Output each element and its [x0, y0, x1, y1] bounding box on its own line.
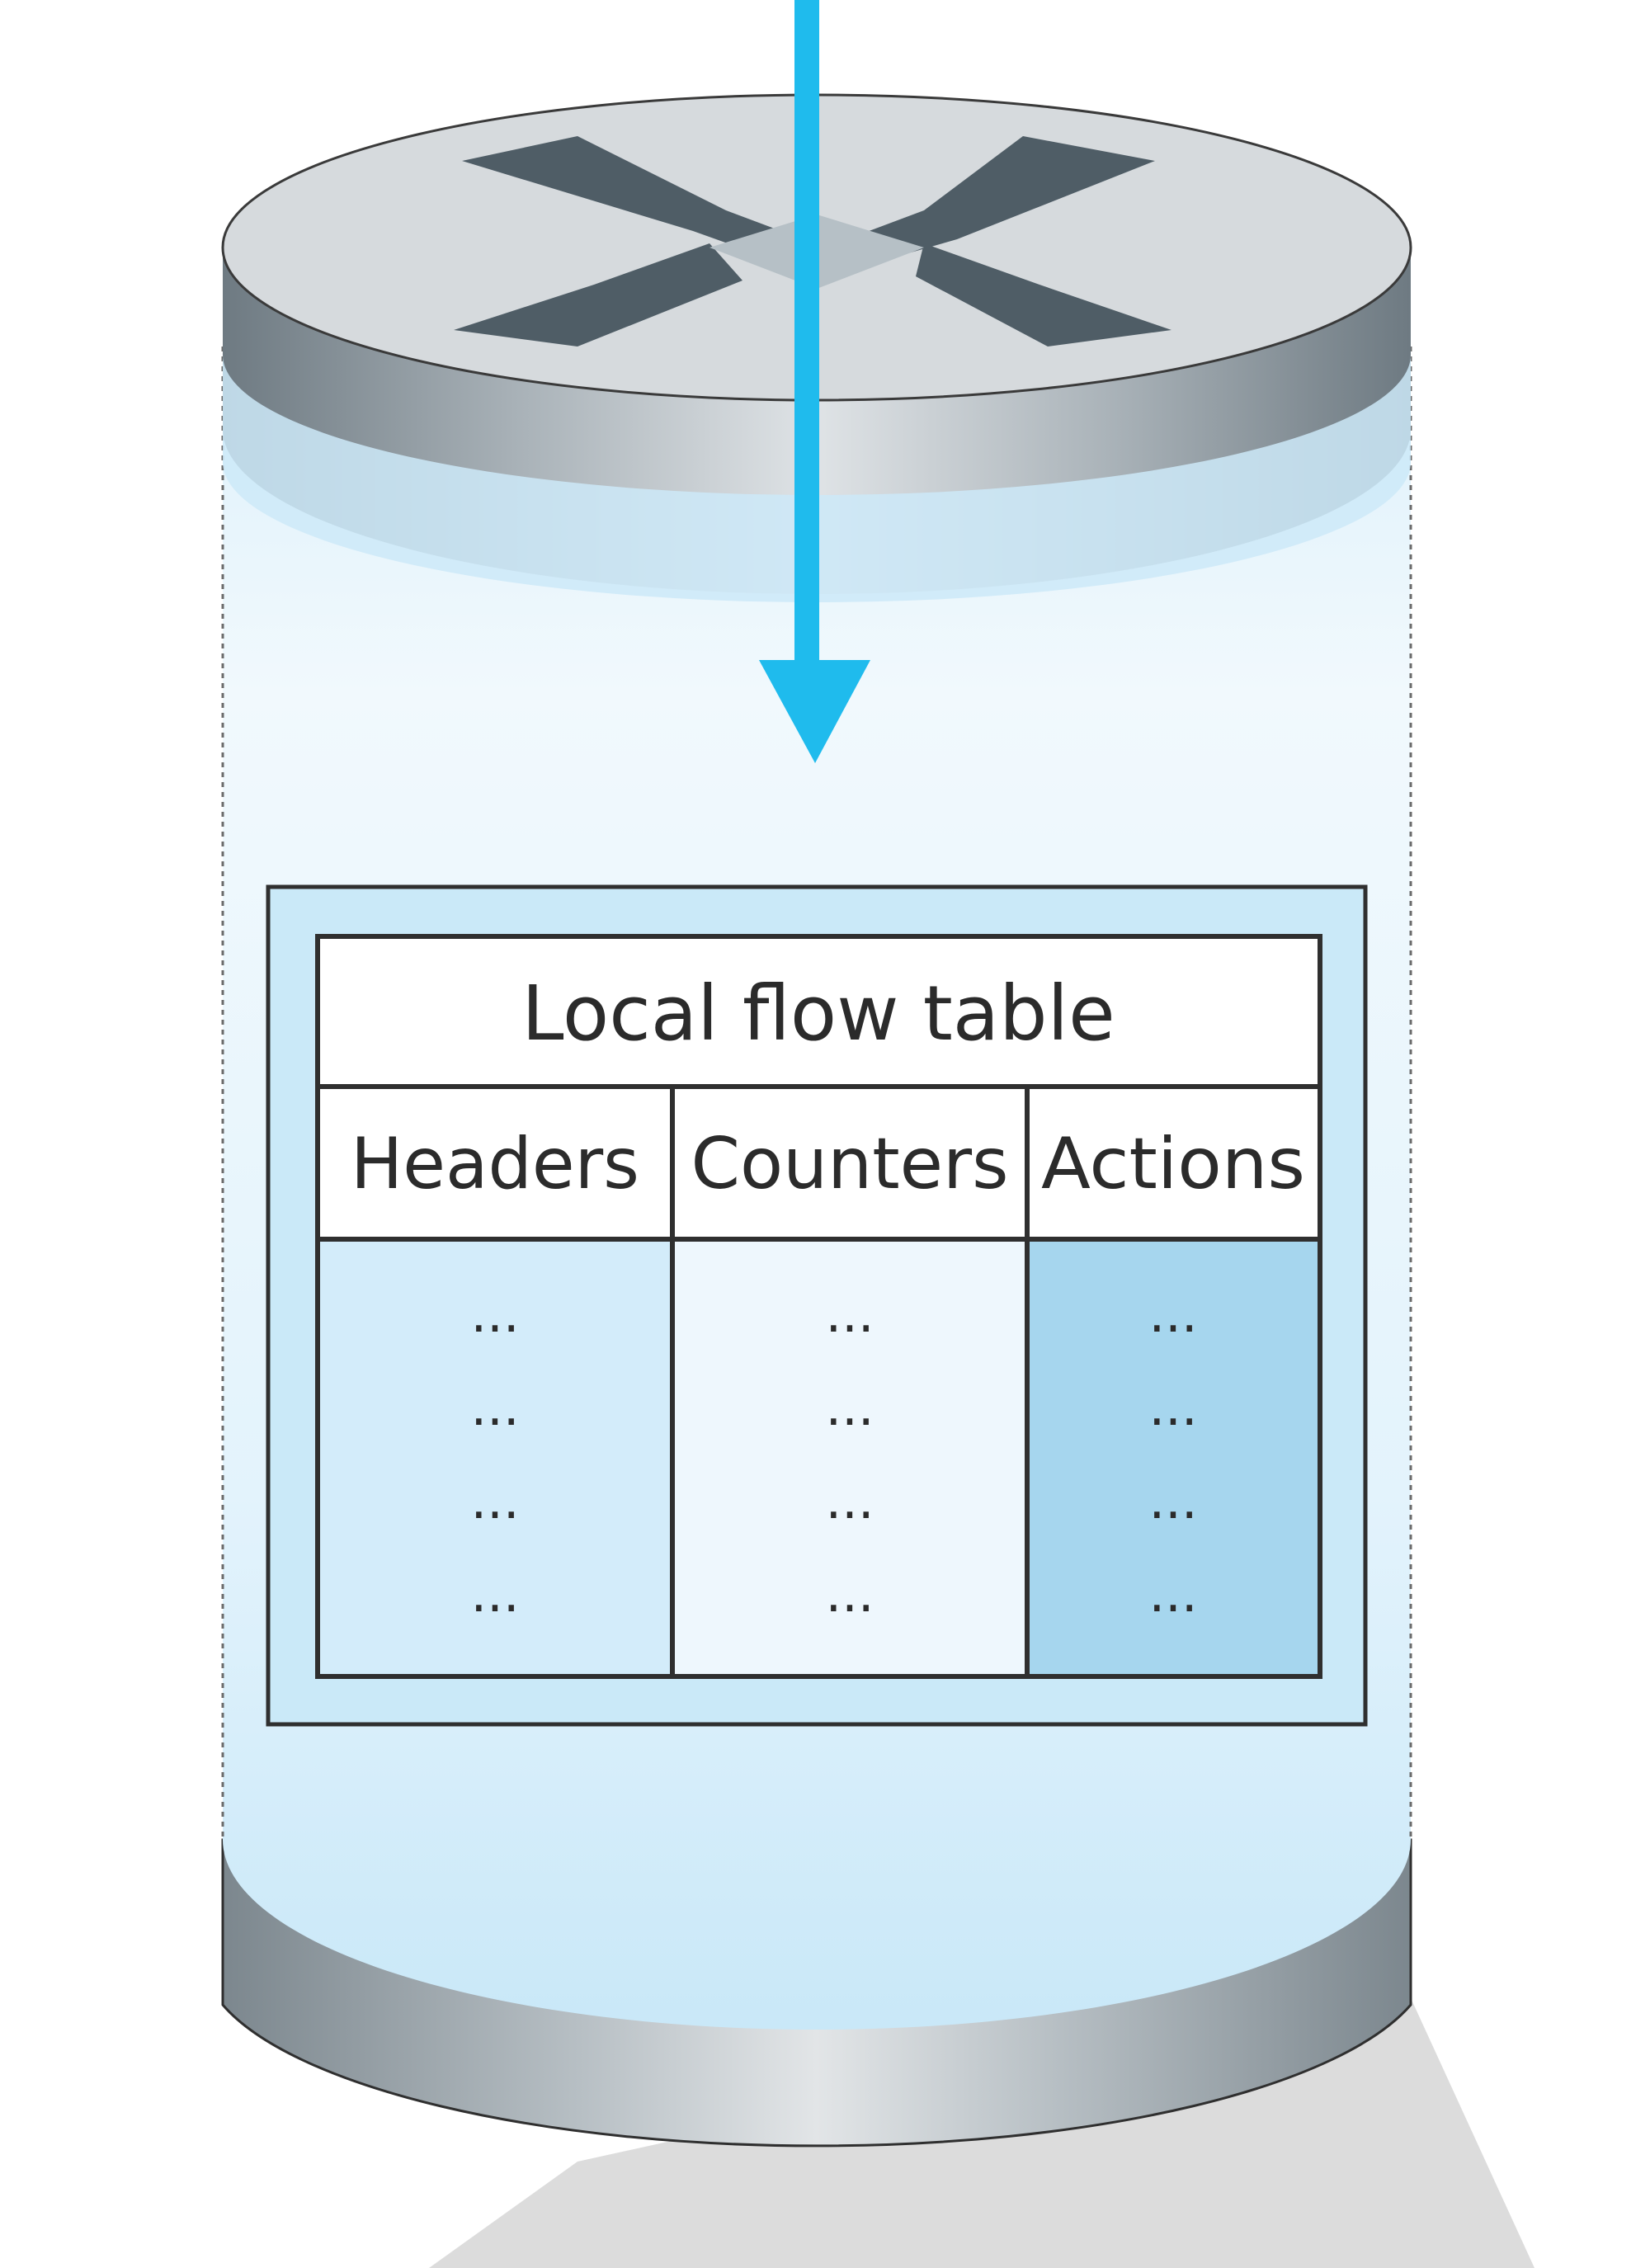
flow-table-title-cell — [315, 934, 1322, 1089]
table-cell: ··· — [470, 1392, 519, 1452]
table-cell: ··· — [1148, 1299, 1197, 1359]
flow-table-title: Local flow table — [521, 969, 1115, 1058]
local-flow-table: Local flow table Headers Counters Action… — [315, 934, 1322, 1679]
column-body-headers — [315, 1237, 675, 1679]
arrow-shaft — [794, 0, 819, 677]
table-cell: ··· — [470, 1299, 519, 1359]
column-body-actions — [1025, 1237, 1322, 1679]
arrow-head — [759, 660, 870, 763]
cylinder-top-band-fade — [223, 355, 1411, 602]
table-cell: ··· — [1148, 1392, 1197, 1452]
column-header-headers: Headers — [351, 1123, 639, 1205]
table-cell: ··· — [1148, 1485, 1197, 1545]
table-cell: ··· — [825, 1299, 874, 1359]
column-body-counters — [670, 1237, 1030, 1679]
column-header-actions-cell — [1025, 1084, 1322, 1242]
column-header-actions: Actions — [1041, 1123, 1305, 1205]
table-row: ··· ··· ··· — [470, 1392, 1197, 1452]
table-row: ··· ··· ··· — [470, 1485, 1197, 1545]
table-cell: ··· — [825, 1578, 874, 1639]
table-cell: ··· — [825, 1392, 874, 1452]
arrow-down-icon — [759, 0, 870, 763]
table-cell: ··· — [825, 1485, 874, 1545]
column-header-counters: Counters — [691, 1123, 1009, 1205]
table-cell: ··· — [470, 1485, 519, 1545]
table-cell: ··· — [1148, 1578, 1197, 1639]
table-cell: ··· — [470, 1578, 519, 1639]
table-row: ··· ··· ··· — [470, 1299, 1197, 1359]
table-row: ··· ··· ··· — [470, 1578, 1197, 1639]
